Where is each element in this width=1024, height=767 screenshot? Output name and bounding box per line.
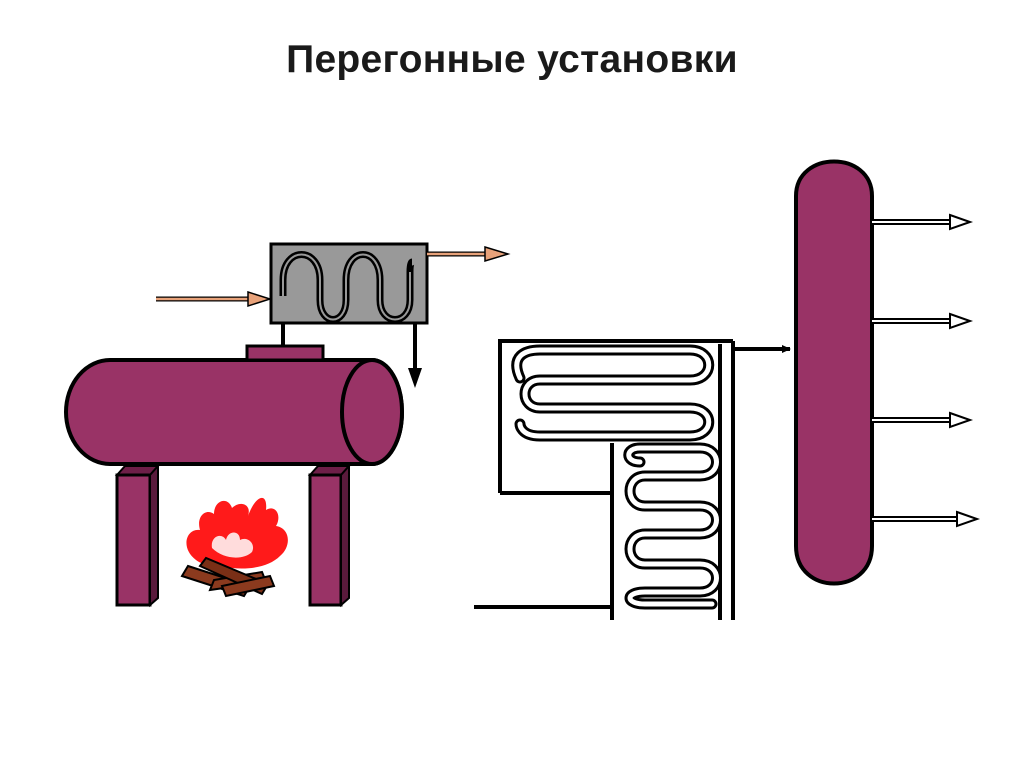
fraction-outlet-arrow-4 [872,510,981,528]
still-apparatus [64,242,511,608]
distillation-column [794,159,981,586]
still-tank [64,358,404,466]
tank-dome [245,344,325,362]
fraction-outlet-arrow-2 [872,312,974,330]
condensate-drain-arrow [408,323,422,388]
heat-exchanger [269,242,429,325]
furnace-inner-wall [500,443,614,620]
feed-inlet-arrow [156,290,273,308]
lower-coil [623,442,722,610]
upper-coil [511,344,715,442]
furnace-wall [498,339,733,493]
fire-icon [180,497,288,598]
slide-title: Перегонные установки [286,38,738,81]
product-outlet-arrow [427,245,511,263]
still-support-left [114,463,161,608]
fraction-outlet-arrow-3 [872,411,974,429]
fraction-outlet-arrow-1 [872,213,974,231]
still-support-right [307,463,352,608]
tube-furnace [474,339,791,620]
